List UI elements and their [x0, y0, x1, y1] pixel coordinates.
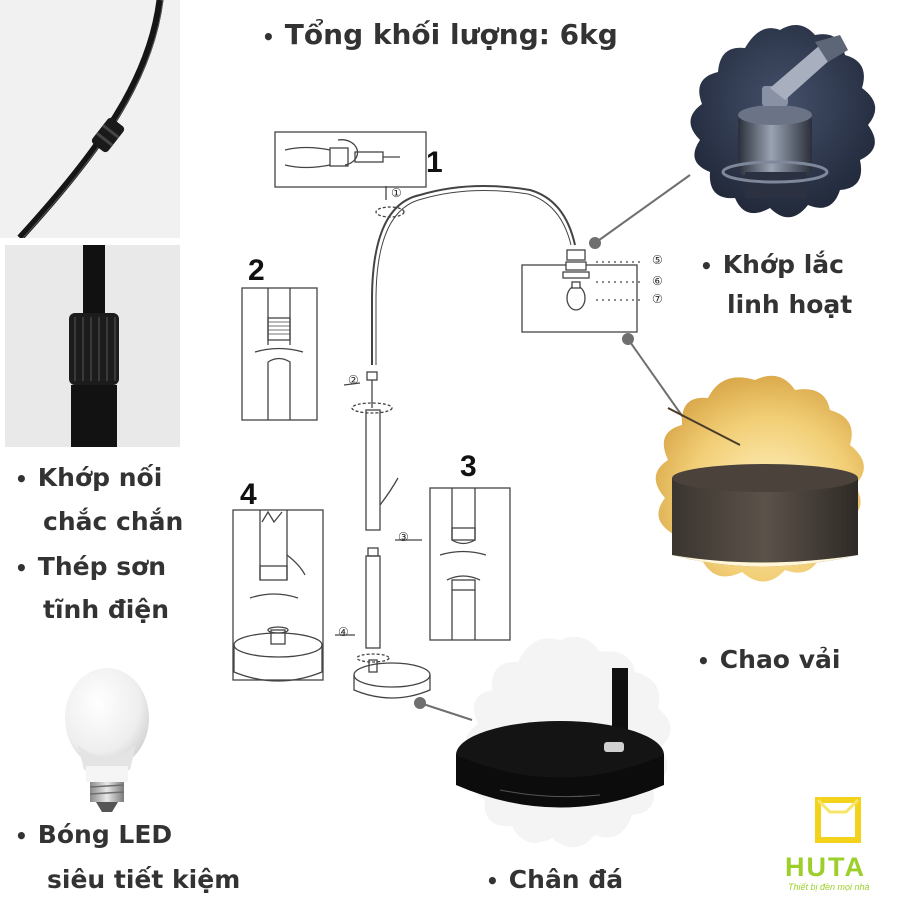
cable-clip-photo	[0, 0, 180, 238]
brand-slogan: Thiết bị đèn mọi nhà	[788, 882, 870, 892]
steel-coating-label-line2: tĩnh điện	[43, 595, 170, 624]
step-3-detail-box	[429, 487, 511, 641]
stone-base-label: •Chân đá	[486, 865, 624, 894]
swivel-joint-label-line2: linh hoạt	[727, 290, 853, 319]
sturdy-joint-label-line2: chắc chắn	[43, 507, 184, 536]
step-1-number: 1	[426, 146, 443, 179]
step-3-number: 3	[460, 450, 477, 483]
total-weight-label: •Tổng khối lượng: 6kg	[262, 18, 618, 51]
brand-name: HUTA	[785, 852, 866, 882]
circled-step-7: ⑦	[652, 292, 663, 306]
step-4-number: 4	[240, 478, 257, 511]
circled-step-5: ⑤	[652, 253, 663, 267]
swivel-joint-label: •Khớp lắc	[700, 250, 845, 279]
step-2-detail-box	[241, 287, 318, 421]
led-bulb-label-line2: siêu tiết kiệm	[47, 865, 241, 894]
circled-step-2: ②	[348, 373, 359, 387]
step-1-detail-box	[274, 131, 427, 188]
circled-step-4: ④	[338, 625, 349, 639]
steel-coating-label: •Thép sơn	[15, 552, 167, 581]
pole-joint-photo	[5, 245, 180, 447]
circled-step-6: ⑥	[652, 274, 663, 288]
step-2-number: 2	[248, 254, 265, 287]
circled-step-1: ①	[391, 186, 402, 200]
fabric-shade-label: •Chao vải	[697, 645, 841, 674]
sturdy-joint-label: •Khớp nối	[15, 463, 163, 492]
circled-step-3: ③	[398, 530, 409, 544]
led-bulb-label: •Bóng LED	[15, 820, 173, 849]
step-4-detail-box	[232, 509, 324, 681]
